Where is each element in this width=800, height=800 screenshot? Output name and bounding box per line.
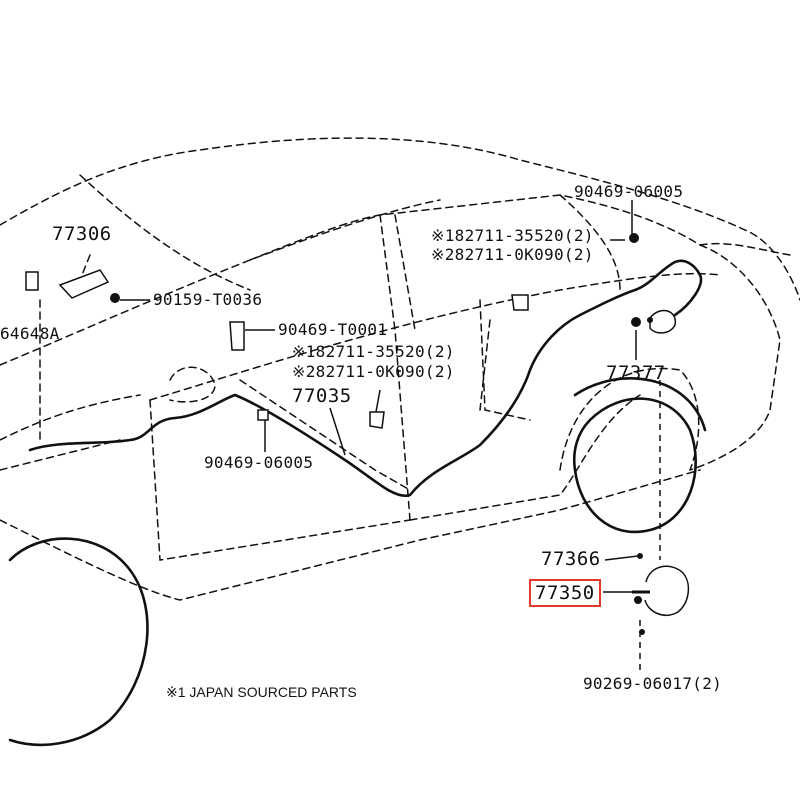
clip-b (511, 294, 529, 311)
part-label-77306: 77306 (52, 223, 112, 245)
leader-82711-a (375, 389, 381, 413)
leader-77366 (604, 555, 639, 561)
b-pillar (379, 214, 411, 521)
opener-lever-77306 (58, 269, 110, 299)
leader-77035 (329, 407, 346, 456)
part-label-90469-06005-a: 90469-06005 (204, 453, 314, 472)
footnote-japan-sourced: ※1 JAPAN SOURCED PARTS (166, 684, 357, 700)
windshield-line (79, 174, 251, 291)
bolt-90159-dot (110, 293, 120, 303)
dash-rear-panel (479, 319, 491, 411)
rear-door-inner (479, 299, 531, 421)
fuel-door-77350 (644, 565, 690, 616)
rear-door-outline (409, 394, 641, 521)
part-label-77035: 77035 (292, 385, 352, 407)
clip-a (369, 411, 385, 429)
part-label-82711-35520-b: ※182711-35520(2) (431, 226, 594, 245)
part-label-77366: 77366 (541, 548, 601, 570)
dash-mirror (169, 366, 216, 403)
rear-wheel-arch (559, 367, 700, 471)
front-door-inner (239, 379, 411, 491)
lock-77377-dot (631, 317, 641, 327)
part-label-90269-06017: 90269-06017(2) (583, 674, 723, 693)
part-label-90469-06005-b: 90469-06005 (574, 182, 684, 201)
clip-06005-b-dot (629, 233, 639, 243)
rear-window (559, 194, 621, 291)
part-label-82711-0k090-b: ※282711-0K090(2) (431, 245, 594, 264)
release-cable-end (673, 273, 703, 317)
rear-wheel (572, 397, 698, 534)
part-label-90469-t0001: 90469-T0001 (278, 320, 388, 339)
part-label-82711-0k090-a: ※282711-0K090(2) (292, 362, 455, 381)
part-label-82711-35520-a: ※182711-35520(2) (292, 342, 455, 361)
rear-quarter (689, 244, 781, 471)
part-label-77350-highlighted[interactable]: 77350 (529, 579, 601, 607)
clamp-06005-a (257, 409, 269, 421)
front-wheel (8, 537, 149, 747)
hood-line (0, 394, 141, 441)
hinge-dot (634, 596, 642, 604)
trunk-line (699, 242, 791, 256)
cable-clip-dot (647, 317, 653, 323)
part-label-90159-t0036: 90159-T0036 (153, 290, 263, 309)
part-label-64648a: 64648A (0, 324, 60, 343)
b-pillar-2 (394, 214, 416, 331)
part-label-77377: 77377 (606, 362, 666, 384)
dash-leader-77306 (79, 254, 91, 281)
bracket-t0001 (229, 321, 245, 351)
screw-06017-dot (639, 629, 645, 635)
window-bottom (149, 272, 721, 401)
part-64648a (25, 271, 39, 291)
rocker-line (0, 469, 701, 601)
lock-77377 (649, 309, 676, 334)
screw-77366-dot (637, 553, 643, 559)
front-door-outline (149, 399, 411, 561)
rear-wheel-outer (573, 377, 707, 432)
roof-outline (0, 137, 800, 301)
release-cable (28, 259, 702, 498)
